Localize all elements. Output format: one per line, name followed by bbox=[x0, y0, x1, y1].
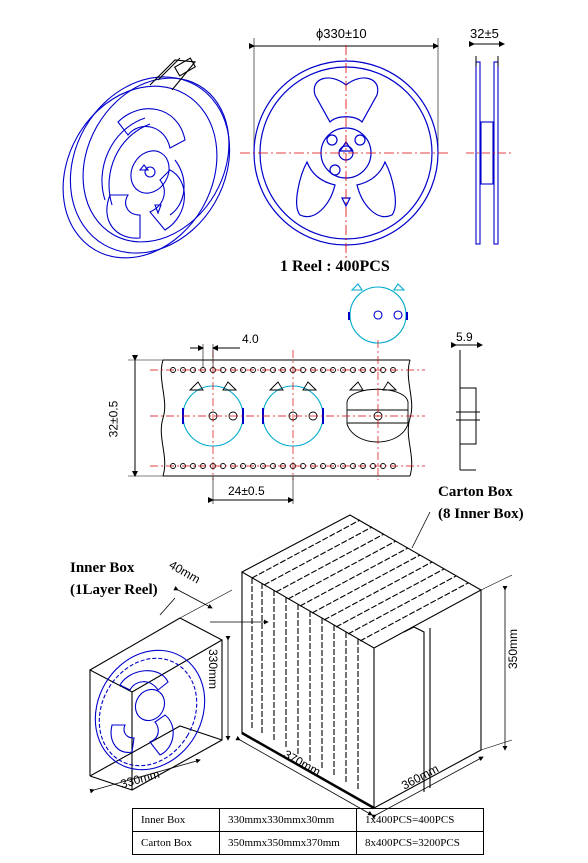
carton-height-label: 350mm bbox=[506, 628, 521, 670]
sprocket-hole bbox=[270, 367, 276, 373]
sprocket-hole bbox=[350, 463, 356, 469]
reel-isometric-drawing bbox=[62, 57, 231, 259]
reel-front-view bbox=[240, 38, 450, 260]
sprocket-hole bbox=[350, 367, 356, 373]
sprocket-hole bbox=[240, 367, 246, 373]
sprocket-hole bbox=[270, 463, 276, 469]
inner-box-subtitle: (1Layer Reel) bbox=[70, 582, 158, 598]
sprocket-hole bbox=[190, 367, 196, 373]
tape-side-view bbox=[451, 342, 483, 471]
component-top-view bbox=[348, 283, 408, 344]
tape-width-label: 32±0.5 bbox=[106, 400, 121, 438]
tape-pitch-label: 24±0.5 bbox=[228, 484, 265, 498]
sprocket-hole bbox=[190, 463, 196, 469]
carton-box-subtitle: (8 Inner Box) bbox=[438, 506, 524, 522]
table-cell: 8x400PCS=3200PCS bbox=[356, 831, 484, 855]
inner-box-title: Inner Box bbox=[70, 560, 135, 576]
table-cell: 1x400PCS=400PCS bbox=[356, 808, 484, 832]
sprocket-holes bbox=[170, 367, 396, 469]
table-cell: 330mmx330mmx30mm bbox=[219, 808, 357, 832]
reel-diameter-label: ϕ330±10 bbox=[316, 26, 367, 41]
inner-height-label: 330mm bbox=[206, 648, 221, 690]
table-cell: Inner Box bbox=[132, 808, 220, 832]
sprocket-hole bbox=[240, 463, 246, 469]
reel-side-view bbox=[466, 41, 512, 245]
tape-depth-label: 5.9 bbox=[456, 330, 473, 344]
reel-thickness-label: 32±5 bbox=[470, 26, 499, 41]
carton-box-title: Carton Box bbox=[438, 484, 513, 500]
inner-box-drawing bbox=[88, 586, 269, 794]
sprocket-hole bbox=[320, 463, 326, 469]
tape-pitch-small-label: 4.0 bbox=[242, 332, 259, 346]
carton-box-drawing bbox=[235, 511, 513, 820]
reel-quantity-caption: 1 Reel : 400PCS bbox=[280, 258, 390, 275]
carrier-tape-drawing bbox=[128, 340, 425, 504]
table-cell: 350mmx350mmx370mm bbox=[219, 831, 357, 855]
table-row: Carton Box 350mmx350mmx370mm 8x400PCS=32… bbox=[132, 831, 484, 855]
table-row: Inner Box 330mmx330mmx30mm 1x400PCS=400P… bbox=[132, 808, 484, 832]
table-cell: Carton Box bbox=[132, 831, 220, 855]
sprocket-hole bbox=[320, 367, 326, 373]
packaging-spec-table: Inner Box 330mmx330mmx30mm 1x400PCS=400P… bbox=[132, 808, 484, 855]
